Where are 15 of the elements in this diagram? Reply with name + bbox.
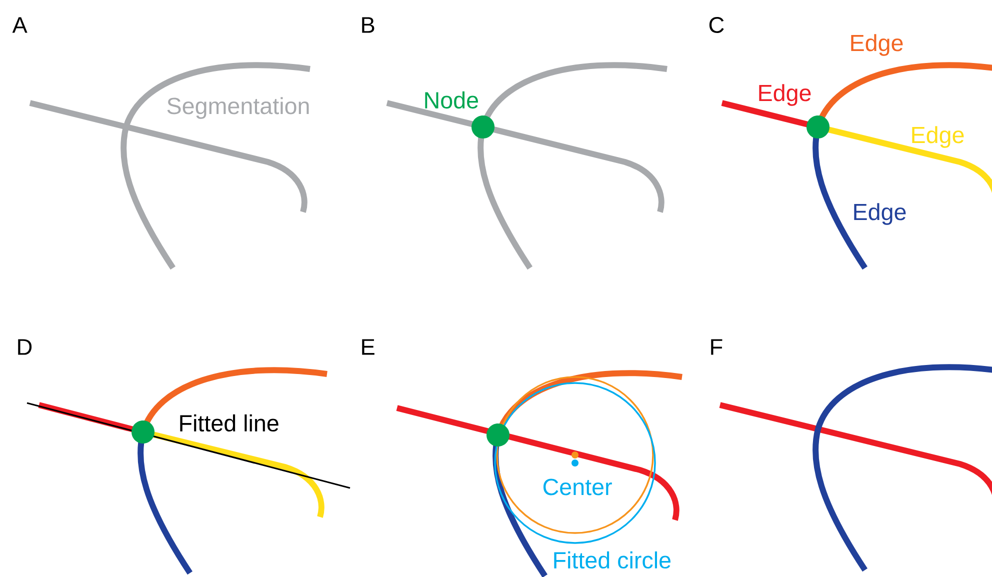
panel-letter: F [711,339,722,355]
fitted-line-label: Fitted line [180,414,278,432]
curve-label: Edge [759,84,811,106]
panel-letter: E [362,339,374,355]
curve-label: Edge [851,34,903,56]
panel-letter: C [709,16,724,34]
panel-letter: D [18,339,32,355]
panel-letter: B [362,17,374,33]
segmentation-label: Segmentation [167,97,309,119]
curve-label: Edge [854,203,906,225]
center-label: Center [543,478,612,496]
panel-letter: A [12,17,28,33]
curve-label: Edge [912,126,964,148]
node-label: Node [425,91,478,109]
fitted-circle-label: Fitted circle [554,551,670,569]
